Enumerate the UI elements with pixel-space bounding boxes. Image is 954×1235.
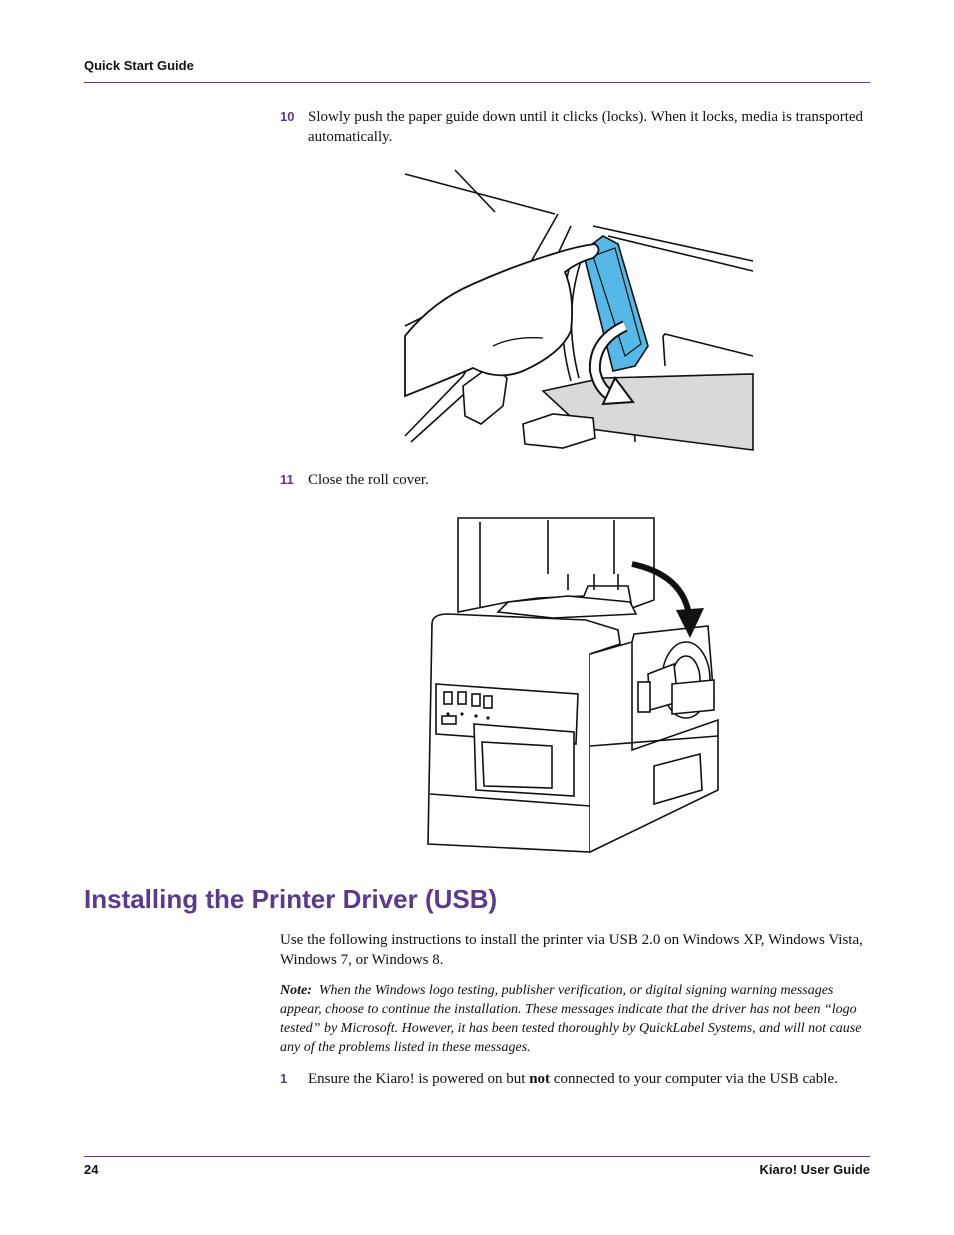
step-text-after: connected to your computer via the USB c… — [550, 1071, 838, 1087]
step-number: 11 — [280, 472, 294, 487]
footer-rule — [84, 1156, 870, 1157]
step-text-bold: not — [529, 1071, 551, 1087]
header-rule — [84, 82, 870, 83]
step-text: Slowly push the paper guide down until i… — [308, 109, 864, 145]
printer-roll-cover-illustration — [427, 517, 719, 853]
page-number: 24 — [84, 1162, 99, 1177]
step-text: Close the roll cover. — [308, 472, 429, 488]
section-title: Installing the Printer Driver (USB) — [84, 884, 498, 914]
step-text-before: Ensure the Kiaro! is powered on but — [308, 1071, 530, 1087]
step-number: 1 — [280, 1071, 288, 1086]
footer-title: Kiaro! User Guide — [759, 1162, 870, 1177]
note: Note: When the Windows logo testing, pub… — [280, 981, 870, 1057]
step-1: 1 Ensure the Kiaro! is powered on but no… — [280, 1069, 870, 1089]
step-10: 10 Slowly push the paper guide down unti… — [280, 107, 870, 147]
paper-guide-illustration — [404, 169, 754, 451]
running-header: Quick Start Guide — [84, 58, 194, 73]
note-label: Note: — [280, 983, 312, 998]
step-11: 11 Close the roll cover. — [280, 470, 870, 490]
step-text: Ensure the Kiaro! is powered on but not … — [308, 1069, 870, 1089]
note-text: When the Windows logo testing, publisher… — [280, 983, 862, 1055]
step-number: 10 — [280, 109, 295, 124]
section-intro: Use the following instructions to instal… — [280, 932, 863, 968]
